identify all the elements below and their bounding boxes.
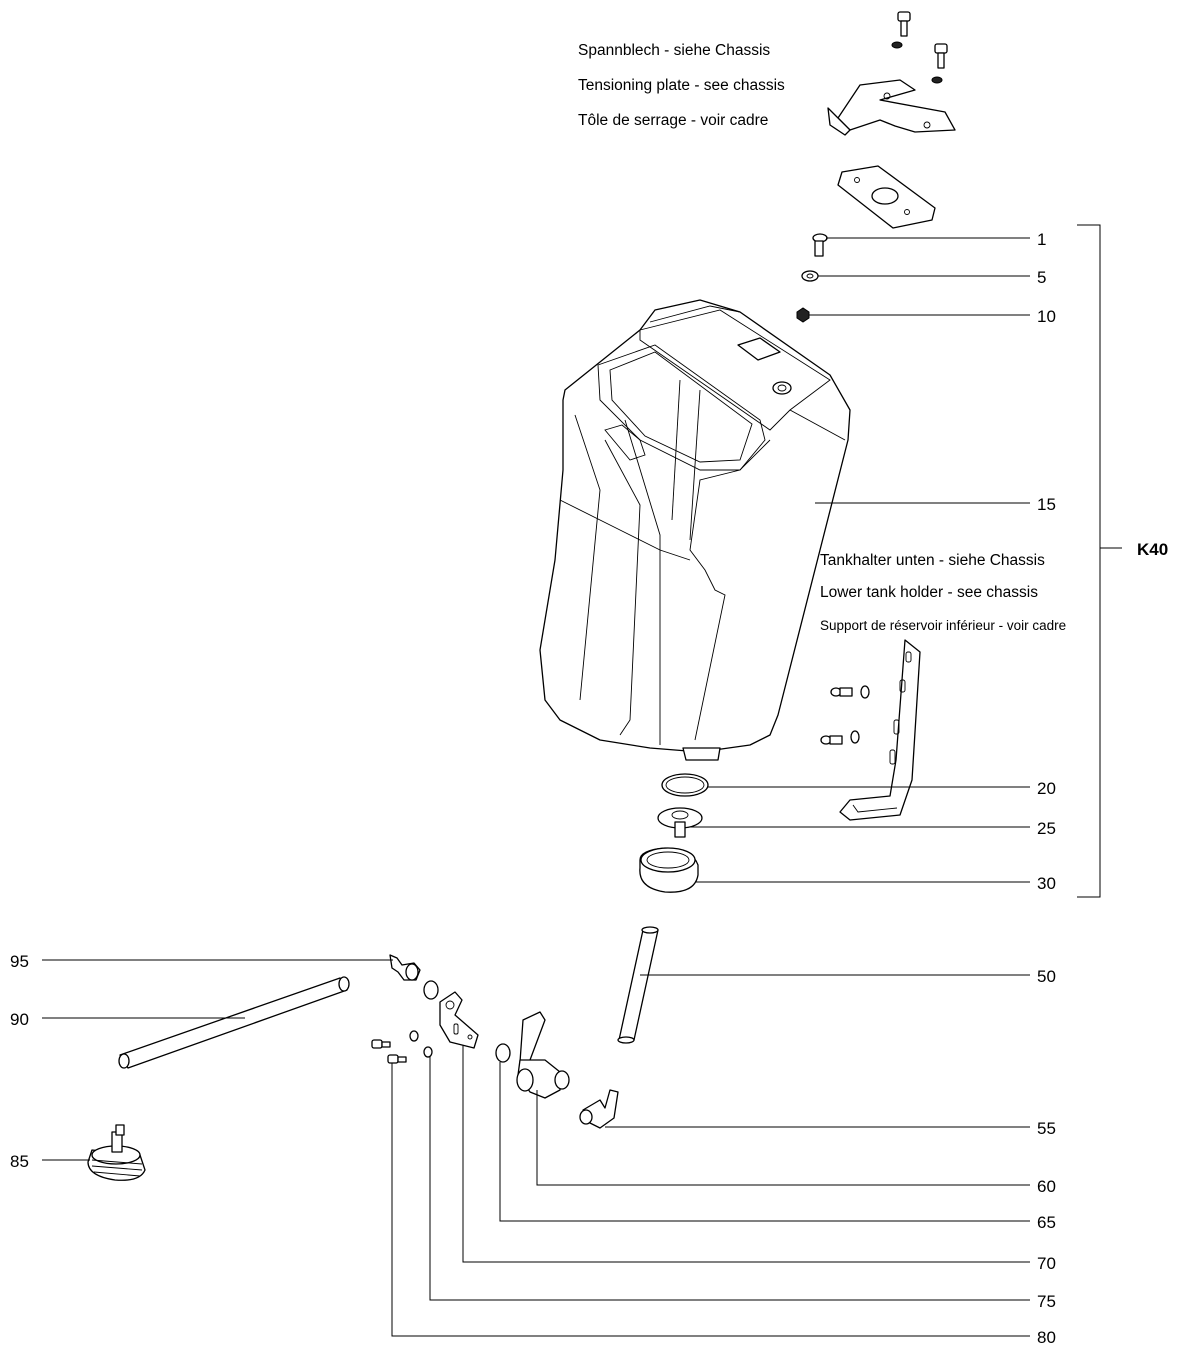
part-15-tank [539,299,851,761]
callout-25: 25 [1037,819,1056,838]
callout-50: 50 [1037,967,1056,986]
part-70-bracket [439,991,479,1049]
group-label-k40: K40 [1137,540,1168,559]
holder-screw-1 [830,687,853,697]
holder-washer-1 [860,685,870,699]
callout-60: 60 [1037,1177,1056,1196]
callout-95: 95 [10,952,29,971]
callout-75: 75 [1037,1292,1056,1311]
callout-90: 90 [10,1010,29,1029]
part-80-screw-1 [371,1039,391,1049]
callout-65: 65 [1037,1213,1056,1232]
part-20-seal-ring [661,773,709,797]
holder-washer-2 [850,730,860,744]
note-lower-holder-fr: Support de réservoir inférieur - voir ca… [820,618,1066,633]
part-60-ball-valve [516,1011,570,1099]
part-90-hose [118,976,350,1069]
leader-60 [536,1090,1030,1186]
top-screw-2 [934,43,948,69]
part-95-nipple [389,954,421,981]
note-tensioning-plate-de: Spannblech - siehe Chassis [578,42,770,59]
o-ring-small [423,980,439,1000]
part-85-filler-cap [87,1124,146,1181]
part-65-seal [495,1043,511,1063]
top-washer-1 [891,41,903,49]
holder-screw-2 [820,735,843,745]
k40-group-bracket [1077,224,1101,898]
callout-15: 15 [1037,495,1056,514]
leader-75 [429,1056,1030,1301]
part-10-nut [796,307,810,323]
part-75-washer-2 [423,1046,433,1058]
part-1-screw [812,233,828,257]
note-tensioning-plate-en: Tensioning plate - see chassis [578,77,785,94]
part-80-screw-2 [387,1054,407,1064]
callout-10: 10 [1037,307,1056,326]
part-25-filter [657,807,703,838]
leader-80 [391,1063,1030,1337]
part-55-elbow-fitting [579,1089,619,1129]
lower-tank-holder [839,639,921,821]
top-screw-1 [897,11,911,37]
callout-55: 55 [1037,1119,1056,1138]
tensioning-plate [827,79,956,136]
part-30-union-nut [639,847,699,893]
callout-85: 85 [10,1152,29,1171]
note-tensioning-plate-fr: Tôle de serrage - voir cadre [578,112,768,129]
top-washer-2 [931,76,943,84]
callout-5: 5 [1037,268,1046,287]
callout-70: 70 [1037,1254,1056,1273]
note-lower-holder-en: Lower tank holder - see chassis [820,584,1038,601]
note-lower-holder-de: Tankhalter unten - siehe Chassis [820,552,1045,569]
leader-70 [462,1045,1030,1263]
part-5-washer [801,270,819,282]
callout-80: 80 [1037,1328,1056,1345]
part-75-washer-1 [409,1030,419,1042]
callout-30: 30 [1037,874,1056,893]
part-50-hose [617,926,659,1044]
leader-65 [499,1062,1030,1222]
callout-20: 20 [1037,779,1056,798]
tensioning-plate-lower [837,165,936,229]
callout-1: 1 [1037,230,1046,249]
